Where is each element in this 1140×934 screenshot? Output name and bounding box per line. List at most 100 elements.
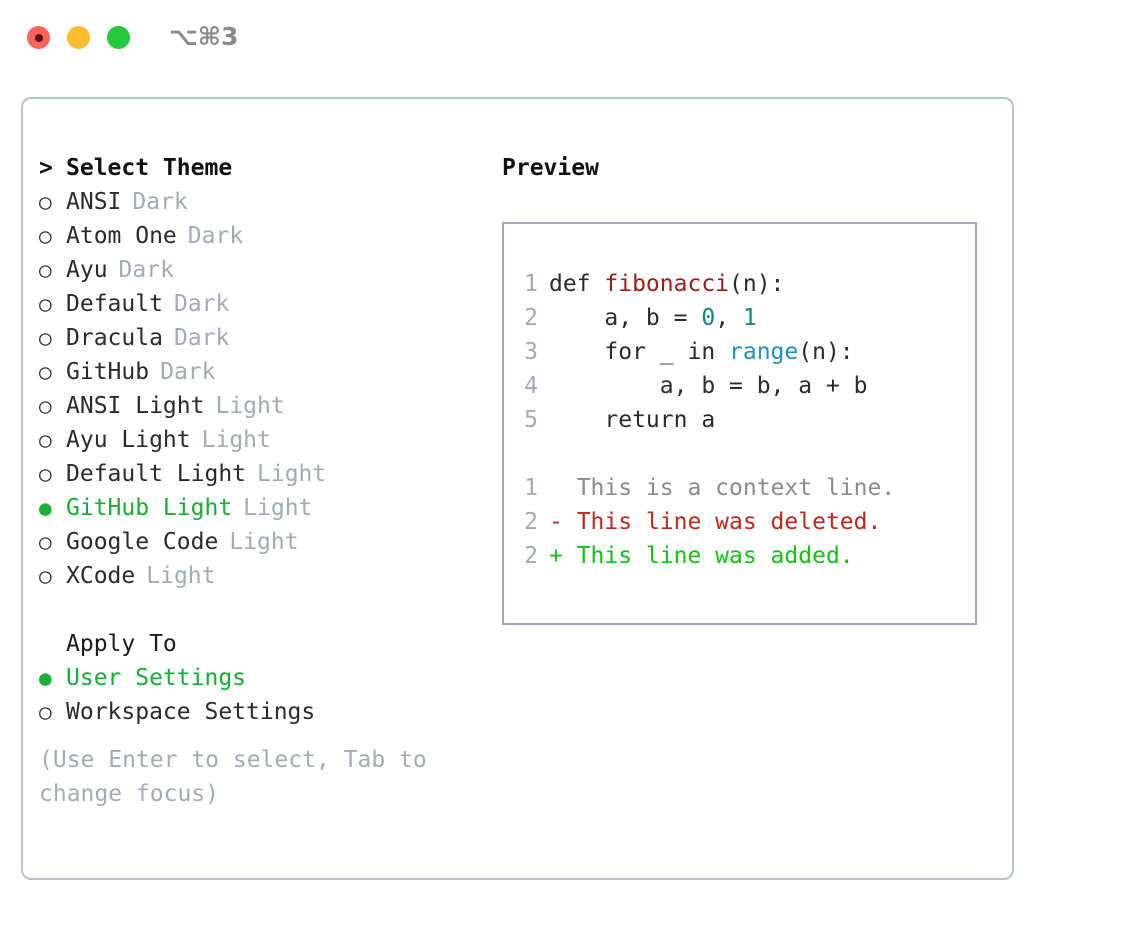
apply-to-option-user-settings[interactable]: ●User Settings: [39, 661, 479, 695]
line-number: 3: [524, 339, 538, 365]
theme-variant-badge: Dark: [187, 223, 244, 249]
code-line: 4 a, b = b, a + b: [514, 369, 895, 403]
theme-option-label: ANSI Light: [66, 393, 205, 419]
diff-line: 2 + This line was added.: [514, 539, 895, 573]
code-token-plain: (n):: [729, 271, 785, 297]
code-line-text: return a: [538, 403, 715, 437]
theme-option-label: XCode: [66, 563, 136, 589]
line-number: 2: [524, 509, 538, 535]
code-token-num: 1: [742, 305, 757, 331]
diff-line: 2 - This line was deleted.: [514, 505, 895, 539]
theme-option-github-light[interactable]: ● GitHub Light Light: [39, 491, 479, 525]
radio-unselected-icon: ○: [39, 700, 52, 724]
radio-unselected-icon: ○: [39, 190, 52, 214]
theme-variant-badge: Dark: [173, 291, 230, 317]
select-theme-title: Select Theme: [66, 155, 233, 181]
theme-option-default[interactable]: ○ Default Dark: [39, 287, 479, 321]
radio-unselected-icon: ○: [39, 258, 52, 282]
diff-line-text-del: - This line was deleted.: [549, 509, 882, 535]
list-spacer: [39, 593, 479, 627]
code-token-plain: return a: [549, 407, 716, 433]
code-diff-separator: [514, 437, 895, 471]
code-line-text: a, b = 0, 1: [538, 301, 757, 335]
theme-variant-badge: Light: [257, 461, 327, 487]
theme-option-label: Ayu: [66, 257, 108, 283]
radio-unselected-icon: ○: [39, 224, 52, 248]
radio-unselected-icon: ○: [39, 360, 52, 384]
line-number: 2: [524, 543, 538, 569]
maximize-button-icon[interactable]: [107, 26, 130, 49]
apply-to-list: ●User Settings ○ Workspace Settings: [39, 661, 479, 729]
diff-line-text-ctx: This is a context line.: [549, 475, 896, 501]
line-number: 5: [524, 407, 538, 433]
title-bar: ⌥⌘3: [0, 0, 1140, 78]
theme-option-atom-one[interactable]: ○ Atom One Dark: [39, 219, 479, 253]
code-token-plain: def: [549, 271, 605, 297]
code-token-plain: a, b =: [549, 305, 702, 331]
code-line: 3 for _ in range(n):: [514, 335, 895, 369]
code-line-text: def fibonacci(n):: [538, 267, 784, 301]
apply-to-option-workspace-settings[interactable]: ○ Workspace Settings: [39, 695, 479, 729]
theme-variant-badge: Light: [229, 529, 299, 555]
theme-option-ansi[interactable]: ○ ANSI Dark: [39, 185, 479, 219]
code-line-text: a, b = b, a + b: [538, 369, 868, 403]
theme-option-google-code[interactable]: ○ Google Code Light: [39, 525, 479, 559]
radio-unselected-icon: ○: [39, 292, 52, 316]
theme-variant-badge: Dark: [173, 325, 230, 351]
theme-option-label: GitHub: [66, 359, 150, 385]
theme-variant-badge: Light: [243, 495, 313, 521]
window-controls: [27, 26, 130, 49]
apply-to-header: ○ Apply To: [39, 627, 479, 661]
line-number: 2: [524, 305, 538, 331]
apply-to-title: Apply To: [66, 631, 177, 657]
code-line-text: for _ in range(n):: [538, 335, 854, 369]
theme-option-label: Default Light: [66, 461, 247, 487]
code-token-plain: a, b = b, a + b: [549, 373, 868, 399]
line-number: 4: [524, 373, 538, 399]
radio-unselected-icon: ○: [39, 462, 52, 486]
theme-option-label: ANSI: [66, 189, 122, 215]
diff-line: 1 This is a context line.: [514, 471, 895, 505]
theme-variant-badge: Dark: [160, 359, 216, 385]
radio-unselected-icon: ○: [39, 530, 52, 554]
theme-variant-badge: Dark: [132, 189, 188, 215]
theme-option-ansi-light[interactable]: ○ ANSI Light Light: [39, 389, 479, 423]
code-line: 2 a, b = 0, 1: [514, 301, 895, 335]
line-number: 1: [524, 271, 538, 297]
code-token-plain: ,: [715, 305, 743, 331]
apply-to-option-label: Workspace Settings: [66, 699, 316, 725]
close-button-icon[interactable]: [27, 26, 50, 49]
code-token-call: range: [729, 339, 799, 365]
radio-unselected-icon: ○: [39, 564, 52, 588]
diff-line-text-add: + This line was added.: [549, 543, 854, 569]
theme-option-github[interactable]: ○ GitHub Dark: [39, 355, 479, 389]
radio-unselected-icon: ○: [39, 394, 52, 418]
theme-variant-badge: Light: [215, 393, 285, 419]
select-theme-header: > Select Theme: [39, 151, 479, 185]
apply-to-marker-placeholder: ○: [39, 627, 66, 661]
theme-option-default-light[interactable]: ○ Default Light Light: [39, 457, 479, 491]
theme-option-label: Default: [66, 291, 163, 317]
code-token-num: 0: [701, 305, 716, 331]
theme-option-label: Google Code: [66, 529, 219, 555]
radio-unselected-icon: ○: [39, 326, 52, 350]
theme-option-label: Atom One: [66, 223, 177, 249]
code-token-fn: fibonacci: [604, 271, 730, 297]
code-token-plain: (n):: [798, 339, 854, 365]
minimize-button-icon[interactable]: [67, 26, 90, 49]
prompt-caret-icon: >: [39, 155, 53, 181]
theme-option-label: Ayu Light: [66, 427, 191, 453]
radio-selected-icon: ●: [39, 496, 52, 520]
line-number: 1: [524, 475, 538, 501]
theme-option-label: GitHub Light: [66, 495, 233, 521]
